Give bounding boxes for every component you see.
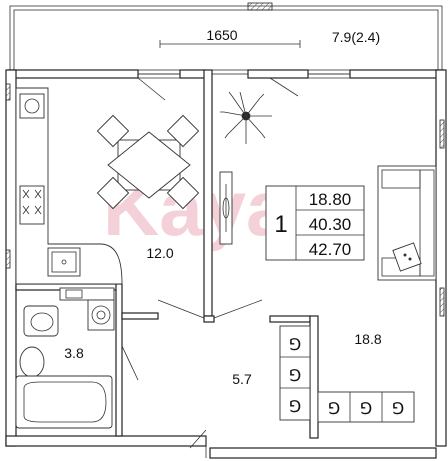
living-area-label: 18.8 [354, 331, 381, 347]
balcony-doors [137, 73, 350, 101]
svg-text:⅁: ⅁ [360, 399, 372, 418]
summary-total-area: 40.30 [309, 215, 352, 234]
svg-text:⅁: ⅁ [289, 335, 301, 354]
kitchen-area-label: 12.0 [146, 245, 173, 261]
hall-area-label: 5.7 [232, 371, 252, 387]
balcony [9, 2, 443, 75]
svg-text:⅁: ⅁ [392, 399, 404, 418]
room-count: 1 [274, 211, 287, 238]
plant [220, 91, 272, 144]
wall-unit [219, 171, 233, 245]
svg-text:⅁: ⅁ [289, 397, 301, 416]
dining-table [96, 114, 200, 210]
svg-text:⅁: ⅁ [289, 366, 301, 385]
bathroom-area-label: 3.8 [64, 345, 84, 361]
kitchen-counter [15, 87, 123, 285]
door-swings [121, 299, 263, 449]
sofa [377, 165, 437, 281]
bathroom-fixtures [15, 287, 115, 429]
dimension-label: 1650 [206, 27, 237, 43]
balcony-area-label: 7.9(2.4) [332, 29, 380, 45]
summary-living-area: 18.80 [309, 190, 352, 209]
storage-shelves: ⅁ ⅁ ⅁ ⅁ ⅁ ⅁ [279, 325, 415, 423]
summary-total-area-with-balcony: 42.70 [309, 240, 352, 259]
svg-text:⅁: ⅁ [328, 399, 340, 418]
interior-walls [15, 69, 319, 439]
area-summary [265, 185, 365, 261]
